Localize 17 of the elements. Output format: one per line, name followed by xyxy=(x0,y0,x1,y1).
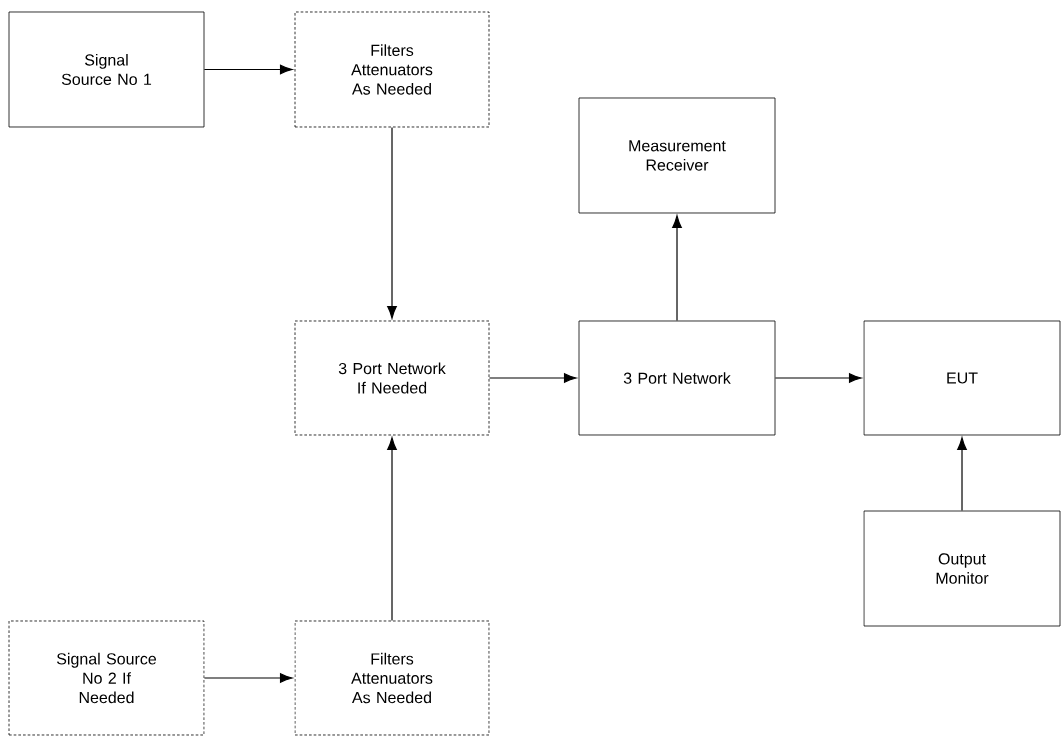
arrow xyxy=(957,437,967,512)
block-box: Measurement Receiver xyxy=(578,97,776,214)
dashed-box: Filters Attenuators As Needed xyxy=(294,620,490,736)
arrow xyxy=(387,126,397,319)
arrow xyxy=(488,373,577,383)
block-box: 3 Port Network xyxy=(578,320,776,436)
arrow xyxy=(387,437,397,622)
arrow xyxy=(203,673,293,683)
block-box: EUT xyxy=(863,320,1061,436)
dashed-box: Filters Attenuators As Needed xyxy=(294,11,490,128)
dashed-box: Signal Source No 2 If Needed xyxy=(8,620,205,736)
dashed-box: 3 Port Network If Needed xyxy=(294,320,490,436)
arrow xyxy=(203,64,293,75)
block-box: Signal Source No 1 xyxy=(8,11,205,128)
block-box: Output Monitor xyxy=(863,510,1061,627)
arrow xyxy=(774,373,862,383)
arrow xyxy=(672,215,682,322)
